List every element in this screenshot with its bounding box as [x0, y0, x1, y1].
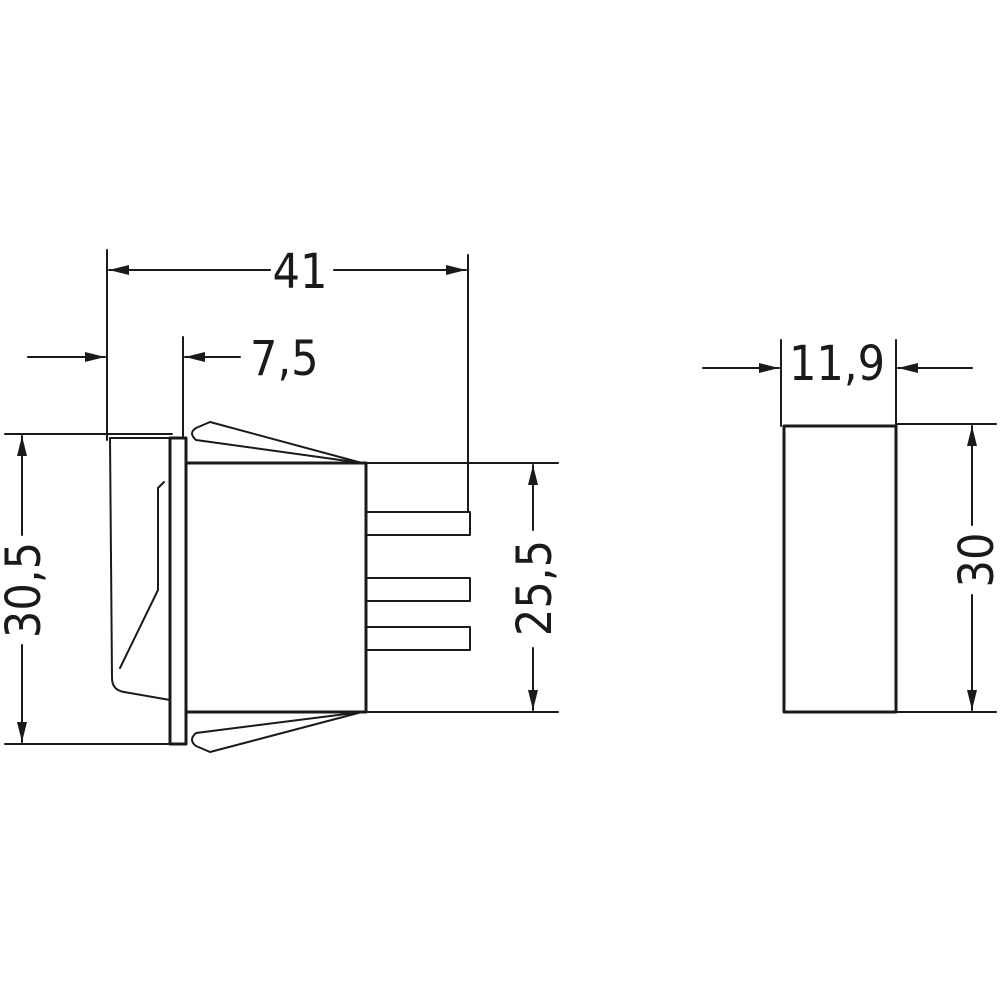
terminal-3 [365, 626, 471, 651]
dim-overall-length: 41 [273, 244, 328, 300]
rocker-edge-tick [157, 481, 165, 489]
top-clip [191, 421, 363, 464]
dim-bezel-height: 30,5 [0, 542, 52, 638]
dim-body-height: 25,5 [507, 540, 563, 636]
profile-view: 41 7,5 30,5 25,5 [0, 244, 563, 753]
terminal-2 [365, 577, 471, 602]
bottom-clip [191, 711, 363, 753]
dim-side-width: 11,9 [789, 336, 885, 392]
switch-body [184, 461, 368, 714]
rocker-button [109, 437, 171, 701]
dim-bezel-depth: 7,5 [250, 331, 319, 387]
bezel-plate [168, 436, 188, 746]
switch-side-body [782, 424, 898, 714]
terminal-1 [365, 511, 471, 536]
dim-side-height: 30 [949, 533, 1000, 588]
width-view: 11,9 30 [702, 336, 1000, 714]
rocker-button-edge [119, 487, 159, 669]
